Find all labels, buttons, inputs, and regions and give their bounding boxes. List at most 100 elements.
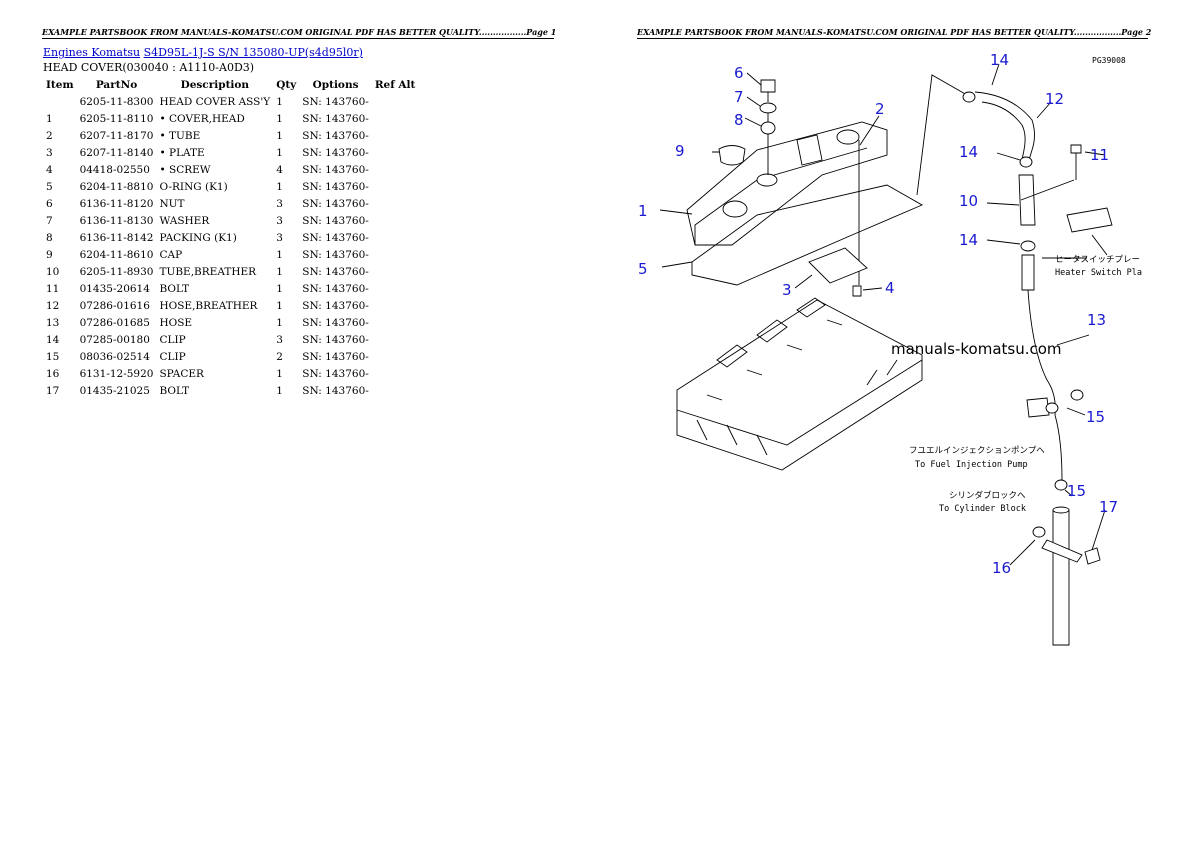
page-header-right: EXAMPLE PARTSBOOK FROM MANUALS-KOMATSU.C… bbox=[637, 27, 1152, 39]
cell-ref-alt bbox=[372, 178, 419, 195]
callout-6: 6 bbox=[734, 64, 744, 82]
cell-ref-alt bbox=[372, 110, 419, 127]
note-fuel-jp: フユエルインジェクションポンプへ bbox=[909, 446, 1045, 456]
page-subtitle: HEAD COVER(030040 : A1110-A0D3) bbox=[43, 61, 255, 74]
cell-description: HEAD COVER ASS'Y bbox=[159, 95, 271, 108]
cell-partno: 01435-20614 bbox=[79, 282, 150, 295]
callout-14-top: 14 bbox=[990, 51, 1009, 69]
page-header-left: EXAMPLE PARTSBOOK FROM MANUALS-KOMATSU.C… bbox=[42, 27, 557, 39]
cell-qty: 1 bbox=[276, 316, 283, 329]
callout-16: 16 bbox=[992, 559, 1011, 577]
cell-ref-alt bbox=[372, 263, 419, 280]
cell-qty: 1 bbox=[276, 180, 283, 193]
cell-ref-alt bbox=[372, 348, 419, 365]
callout-4: 4 bbox=[885, 279, 895, 297]
cell-description: CLIP bbox=[159, 350, 186, 363]
cell-partno: 6131-12-5920 bbox=[79, 367, 154, 380]
cell-description: BOLT bbox=[159, 384, 190, 397]
cell-item: 5 bbox=[46, 180, 53, 193]
cell-item bbox=[43, 93, 77, 110]
cell-options: SN: 143760- bbox=[302, 163, 369, 176]
cell-qty: 3 bbox=[276, 231, 283, 244]
column-header-description: Description bbox=[180, 78, 250, 91]
cell-qty: 4 bbox=[276, 163, 283, 176]
cell-partno: 08036-02514 bbox=[79, 350, 150, 363]
cell-ref-alt bbox=[372, 212, 419, 229]
parts-table: Item PartNo Description Qty Options Ref … bbox=[43, 76, 418, 399]
cell-qty: 3 bbox=[276, 333, 283, 346]
breather-drawing bbox=[916, 74, 1113, 646]
cell-item: 15 bbox=[46, 350, 60, 363]
cell-item: 13 bbox=[46, 316, 60, 329]
cell-options: SN: 143760- bbox=[302, 248, 369, 261]
cell-description: • PLATE bbox=[159, 146, 205, 159]
cell-qty: 1 bbox=[276, 112, 283, 125]
callout-9: 9 bbox=[675, 142, 685, 160]
cell-qty: 1 bbox=[276, 299, 283, 312]
callout-15-top: 15 bbox=[1086, 408, 1105, 426]
cell-qty: 1 bbox=[276, 265, 283, 278]
cell-item: 10 bbox=[46, 265, 60, 278]
cell-partno: 6204-11-8810 bbox=[79, 180, 154, 193]
breadcrumb: Engines Komatsu S4D95L-1J-S S/N 135080-U… bbox=[43, 46, 363, 59]
callout-10: 10 bbox=[959, 192, 978, 210]
cell-ref-alt bbox=[372, 93, 419, 110]
cell-qty: 1 bbox=[276, 129, 283, 142]
cell-item: 3 bbox=[46, 146, 53, 159]
cell-description: TUBE,BREATHER bbox=[159, 265, 257, 278]
cell-qty: 1 bbox=[276, 95, 283, 108]
cell-qty: 1 bbox=[276, 146, 283, 159]
cell-partno: 07286-01616 bbox=[79, 299, 150, 312]
cell-description: HOSE bbox=[159, 316, 193, 329]
diagram-code: PG39008 bbox=[1092, 56, 1126, 65]
cell-options: SN: 143760- bbox=[302, 197, 369, 210]
callout-13: 13 bbox=[1087, 311, 1106, 329]
cell-options: SN: 143760- bbox=[302, 180, 369, 193]
head-cover-drawing bbox=[686, 79, 924, 297]
breadcrumb-link-model[interactable]: S4D95L-1J-S S/N 135080-UP(s4d95l0r) bbox=[143, 46, 363, 59]
cell-ref-alt bbox=[372, 365, 419, 382]
cell-partno: 01435-21025 bbox=[79, 384, 150, 397]
callout-15-low: 15 bbox=[1067, 482, 1086, 500]
note-heater-en: Heater Switch Pla bbox=[1055, 268, 1142, 278]
cell-partno: 6205-11-8110 bbox=[79, 112, 154, 125]
cell-options: SN: 143760- bbox=[302, 95, 369, 108]
cell-item: 9 bbox=[46, 248, 53, 261]
cell-ref-alt bbox=[372, 314, 419, 331]
cell-item: 6 bbox=[46, 197, 53, 210]
cell-options: SN: 143760- bbox=[302, 282, 369, 295]
cell-item: 12 bbox=[46, 299, 60, 312]
cell-options: SN: 143760- bbox=[302, 112, 369, 125]
cell-partno: 6205-11-8300 bbox=[79, 95, 154, 108]
cell-options: SN: 143760- bbox=[302, 265, 369, 278]
cell-qty: 1 bbox=[276, 282, 283, 295]
callout-8: 8 bbox=[734, 111, 744, 129]
cell-item: 16 bbox=[46, 367, 60, 380]
cell-options: SN: 143760- bbox=[302, 214, 369, 227]
cell-description: • TUBE bbox=[159, 129, 201, 142]
breadcrumb-link-engines[interactable]: Engines Komatsu bbox=[43, 46, 141, 59]
callout-12: 12 bbox=[1045, 90, 1064, 108]
callout-11: 11 bbox=[1090, 146, 1109, 164]
cell-ref-alt bbox=[372, 382, 419, 399]
cell-ref-alt bbox=[372, 161, 419, 178]
cell-ref-alt bbox=[372, 280, 419, 297]
cell-description: SPACER bbox=[159, 367, 204, 380]
cell-partno: 6204-11-8610 bbox=[79, 248, 154, 261]
cell-partno: 04418-02550 bbox=[79, 163, 150, 176]
cell-ref-alt bbox=[372, 195, 419, 212]
cell-options: SN: 143760- bbox=[302, 367, 369, 380]
